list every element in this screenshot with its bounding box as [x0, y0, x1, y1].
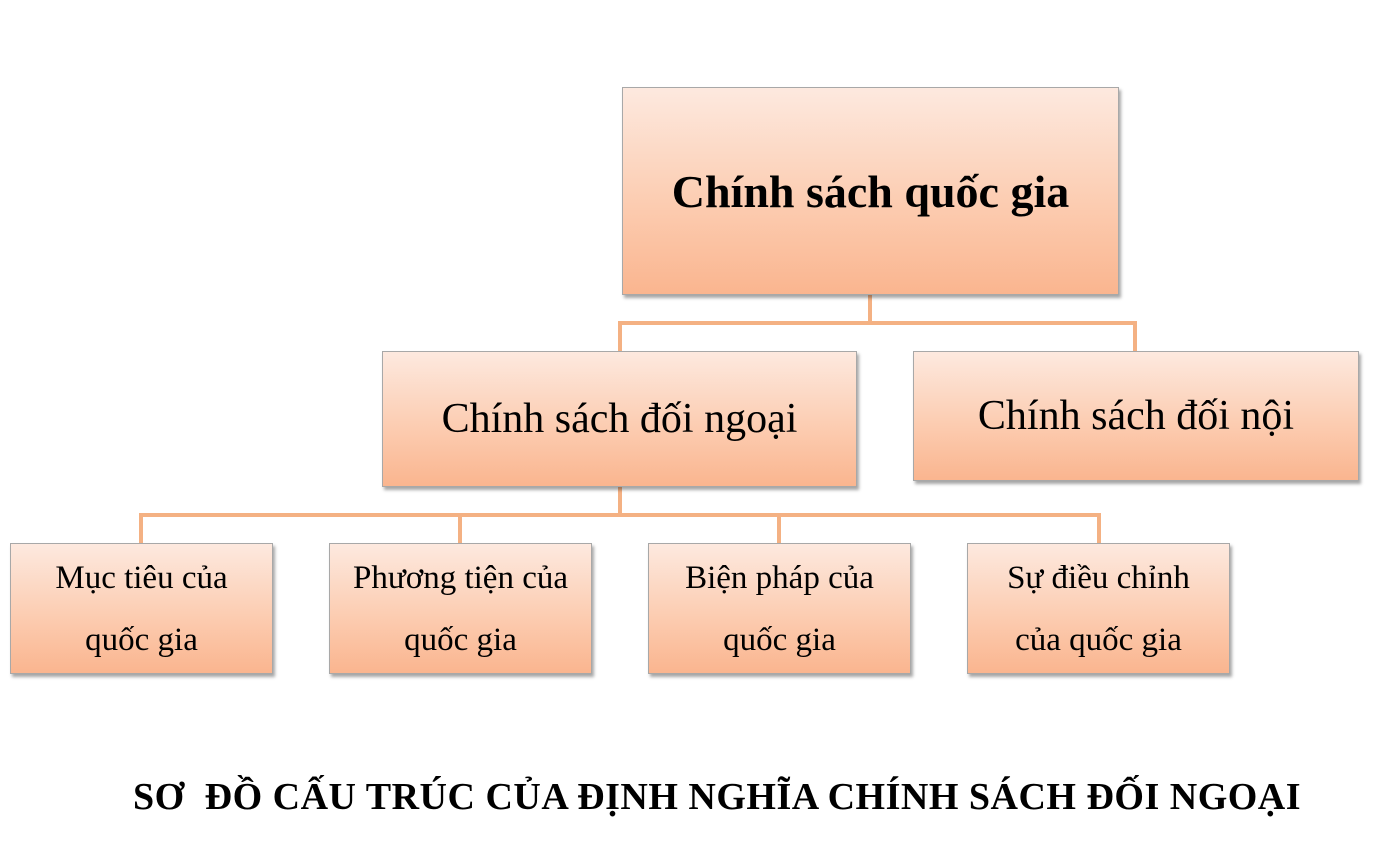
node-domestic-policy: Chính sách đối nội [913, 351, 1359, 481]
node-national-policy: Chính sách quốc gia [622, 87, 1119, 295]
diagram-caption: SƠ ĐỒ CẤU TRÚC CỦA ĐỊNH NGHĨA CHÍNH SÁCH… [132, 776, 1302, 818]
node-national-means: Phương tiện của quốc gia [329, 543, 592, 674]
node-national-policy-label: Chính sách quốc gia [671, 165, 1070, 217]
node-national-means-line1: Phương tiện của [353, 559, 568, 596]
node-national-goals-line1: Mục tiêu của [55, 559, 228, 596]
connector-foreign-to-leaves [139, 487, 1101, 543]
node-foreign-policy-label: Chính sách đối ngoại [441, 396, 798, 442]
node-domestic-policy-label: Chính sách đối nội [977, 393, 1295, 439]
node-national-means-line2: quốc gia [404, 621, 517, 658]
node-national-adjustment-line2: của quốc gia [1015, 621, 1182, 658]
connector-root-to-level2 [618, 295, 1137, 351]
node-national-adjustment-line1: Sự điều chỉnh [1007, 559, 1190, 596]
node-national-measures-line1: Biện pháp của [685, 559, 874, 596]
node-national-measures-line2: quốc gia [723, 621, 836, 658]
node-national-goals: Mục tiêu của quốc gia [10, 543, 273, 674]
node-national-goals-line2: quốc gia [85, 621, 198, 658]
node-national-adjustment: Sự điều chỉnh của quốc gia [967, 543, 1230, 674]
node-foreign-policy: Chính sách đối ngoại [382, 351, 857, 487]
node-national-measures: Biện pháp của quốc gia [648, 543, 911, 674]
